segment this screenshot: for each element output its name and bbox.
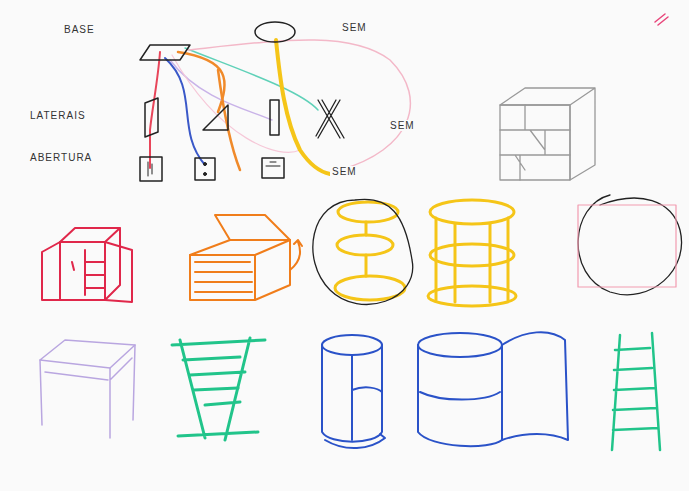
none-option-label: SEM bbox=[340, 22, 369, 33]
row-label: LATERAIS bbox=[28, 110, 88, 121]
row-label: ABERTURA bbox=[28, 152, 94, 163]
none-option-label: SEM bbox=[388, 120, 417, 131]
row-label: BASE bbox=[62, 24, 97, 35]
none-option-label: SEM bbox=[330, 166, 359, 177]
